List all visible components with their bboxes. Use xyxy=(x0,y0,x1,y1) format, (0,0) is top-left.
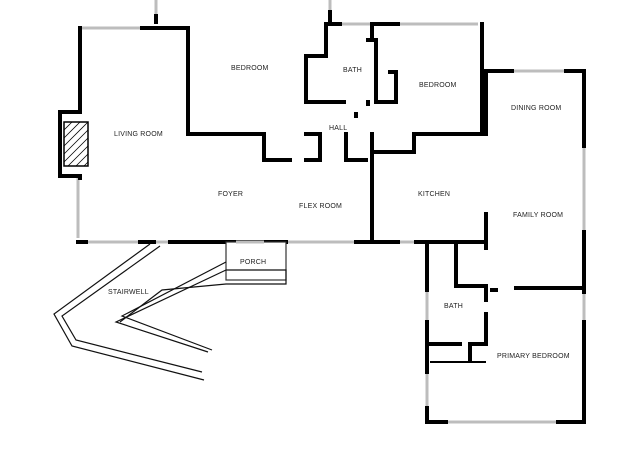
label-bedroom-2: BEDROOM xyxy=(419,82,457,89)
label-kitchen: KITCHEN xyxy=(418,191,450,198)
label-foyer: FOYER xyxy=(218,191,243,198)
label-family-room: FAMILY ROOM xyxy=(513,212,563,219)
fireplace xyxy=(58,110,89,178)
label-bedroom-1: BEDROOM xyxy=(231,65,269,72)
label-hall: HALL xyxy=(329,125,347,132)
label-stairwell: STAIRWELL xyxy=(108,289,149,296)
label-dining-room: DINING ROOM xyxy=(511,105,561,112)
label-bath-1: BATH xyxy=(343,67,362,74)
room-labels: BEDROOM BATH BEDROOM LIVING ROOM HALL DI… xyxy=(108,65,570,360)
label-bath-2: BATH xyxy=(444,303,463,310)
stairwell-lines xyxy=(53,243,287,381)
label-flex-room: FLEX ROOM xyxy=(299,203,342,210)
label-primary-bedroom: PRIMARY BEDROOM xyxy=(497,353,570,360)
label-living-room: LIVING ROOM xyxy=(114,131,163,138)
label-porch: PORCH xyxy=(240,259,266,266)
porch-area xyxy=(225,240,287,281)
windows xyxy=(76,0,586,424)
walls xyxy=(76,10,586,424)
